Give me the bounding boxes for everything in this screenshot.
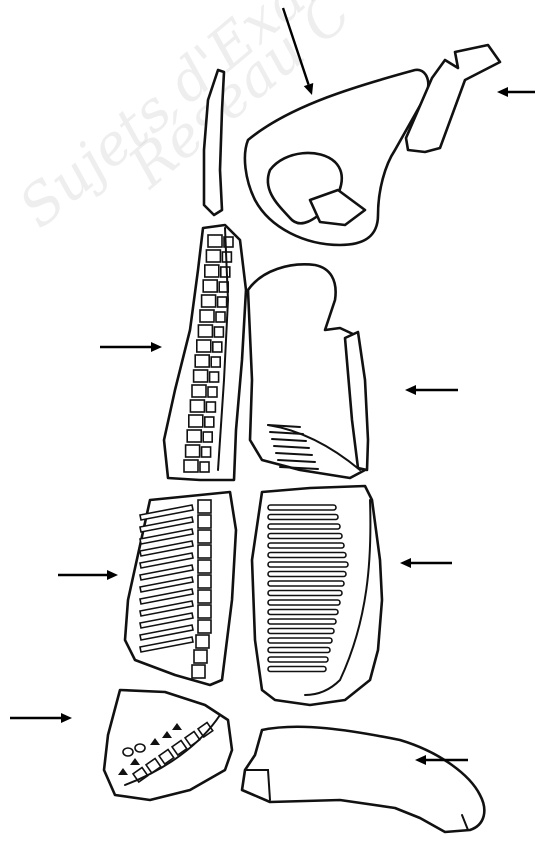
vertebra-process [206,402,215,412]
breast-rib [268,543,344,548]
rib-vertebra [192,665,205,678]
vertebra-process [200,462,209,472]
breast-rib [268,648,330,653]
arrow-left-upper [100,342,162,352]
arrow-head [400,558,411,568]
rib-vertebra [198,560,211,573]
rib-vertebra [198,530,211,543]
arrow-head [405,385,416,395]
rib-vertebra [198,620,211,633]
breast-rib [268,553,346,558]
vertebra-process [208,387,217,397]
arrow-head [304,83,313,95]
vertebra-process [218,297,227,307]
bone-mark-oval [135,744,145,752]
breast-rib [268,600,340,605]
rib-vertebra [196,635,209,648]
cut-breast [252,486,382,705]
breast-rib [268,505,336,510]
vertebra-process [213,342,222,352]
breast-rib [268,515,338,520]
vertebra-process [221,267,230,277]
rib-vertebra [198,500,211,513]
vertebra-process [205,417,214,427]
arrow-head [107,570,118,580]
breast-rib [268,638,332,643]
breast-rib [268,591,342,596]
rib-vertebra [198,575,211,588]
arrow-head [61,713,72,723]
vertebra [190,400,204,412]
breast-rib [268,562,348,567]
rib-vertebra [194,650,207,663]
arrow-left-middle [58,570,118,580]
rib-vertebra [198,605,211,618]
vertebra [200,310,214,322]
cut-rib [125,492,236,685]
vertebra-process [203,432,212,442]
vertebra [203,280,217,292]
breast-rib [268,667,326,672]
vertebra-process [210,372,219,382]
arrow-head [151,342,162,352]
vertebra [202,295,216,307]
breast-rib [268,657,328,662]
rib-vertebra [198,545,211,558]
breast-rib [268,619,336,624]
arrow-head [497,87,508,97]
vertebra [192,385,206,397]
vertebra [206,250,220,262]
breast-rib [268,572,346,577]
breast-rib [268,534,342,539]
vertebra [197,340,211,352]
cut-loin [164,225,246,480]
vertebra [189,415,203,427]
arrow-right-lower [400,558,452,568]
vertebra [186,445,200,457]
breast-rib [268,524,340,529]
vertebra-process [211,357,220,367]
vertebra [194,370,208,382]
vertebra [208,235,222,247]
rib-vertebra [198,515,211,528]
rib-vertebra [198,590,211,603]
breast-rib [268,581,344,586]
breast-rib [268,610,338,615]
cut-foreshank [242,727,484,832]
vertebra-process [216,312,225,322]
vertebra [195,355,209,367]
arrow-right-middle [405,385,458,395]
arrow-top-right [497,87,535,97]
vertebra [184,460,198,472]
vertebra [187,430,201,442]
bone-mark-oval [123,748,133,756]
vertebra-process [202,447,211,457]
vertebra-process [214,327,223,337]
vertebra [205,265,219,277]
arrow-left-bottom [10,713,72,723]
breast-rib [268,629,334,634]
cut-shoulder [104,690,232,800]
vertebra [198,325,212,337]
